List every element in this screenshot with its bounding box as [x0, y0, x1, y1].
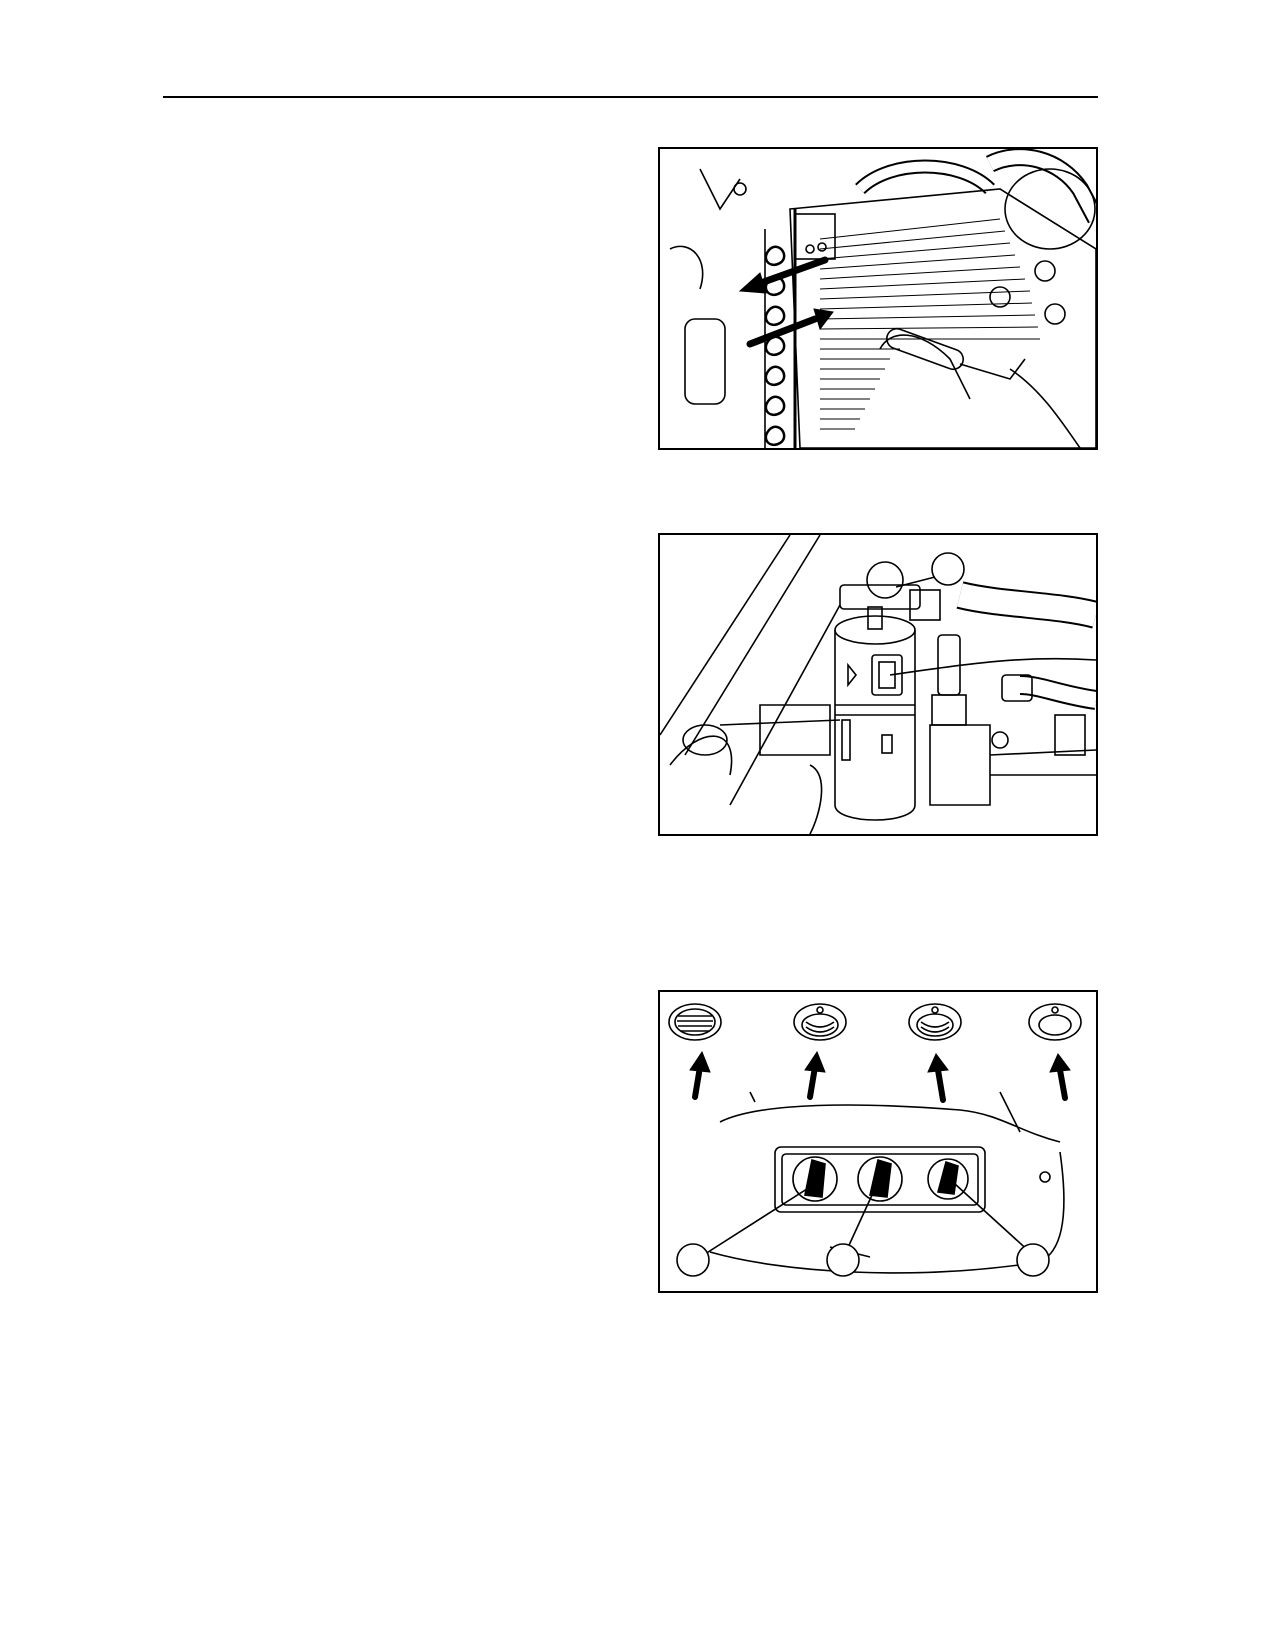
condenser-drawing	[669, 149, 1096, 448]
receiver-drier-illustration	[658, 533, 1098, 836]
callout-circle-3	[1016, 1243, 1050, 1277]
callout-circle-1	[931, 552, 965, 586]
condenser-illustration	[658, 147, 1098, 450]
callout-circle-1	[676, 1243, 710, 1277]
vents-controls-illustration	[658, 990, 1098, 1293]
vent-3	[908, 1003, 962, 1041]
receiver-drier-drawing	[660, 535, 1096, 834]
vent-1	[668, 1003, 722, 1041]
callout-circle-2	[826, 1243, 860, 1277]
vent-4	[1028, 1003, 1082, 1041]
vents-controls-drawing	[668, 1003, 1082, 1277]
vent-2	[793, 1003, 847, 1041]
header-rule	[163, 96, 1098, 98]
